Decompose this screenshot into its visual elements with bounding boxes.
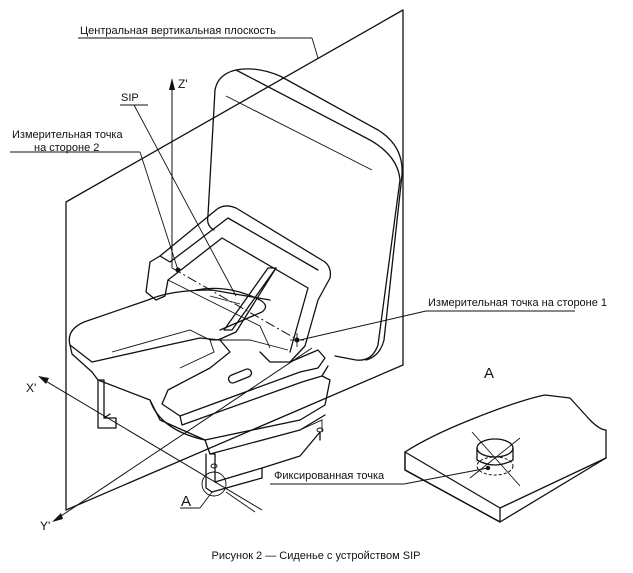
label-detail-ref: A (181, 493, 191, 510)
detail-circle-a (201, 471, 227, 497)
central-vertical-plane (65, 9, 404, 511)
fixed-point-marker (485, 465, 491, 471)
label-point-side2-line2: на стороне 2 (34, 142, 99, 154)
sip-device (171, 267, 304, 347)
label-central-plane: Центральная вертикальная плоскость (80, 25, 276, 37)
label-detail-title: A (484, 365, 494, 382)
axis-y: Y' (40, 347, 313, 533)
axis-y-label: Y' (40, 519, 50, 533)
mount-brackets (97, 379, 324, 493)
axis-z-label: Z' (178, 77, 188, 91)
axis-z: Z' (169, 77, 188, 268)
seat-back (206, 68, 403, 361)
label-fixed-point: Фиксированная точка (274, 470, 385, 482)
label-point-side2-line1: Измерительная точка (12, 129, 123, 141)
detail-view-a (404, 394, 607, 523)
label-point-side1: Измерительная точка на стороне 1 (428, 297, 607, 309)
leader-lines (10, 37, 575, 509)
axis-x: X' (26, 376, 263, 511)
axis-x-label: X' (26, 381, 36, 395)
seat-cushion (68, 289, 329, 426)
seat-base (91, 371, 331, 455)
figure-caption: Рисунок 2 — Сиденье с устройством SIP (212, 550, 421, 562)
label-sip: SIP (121, 92, 139, 104)
seat-frame (145, 205, 332, 363)
